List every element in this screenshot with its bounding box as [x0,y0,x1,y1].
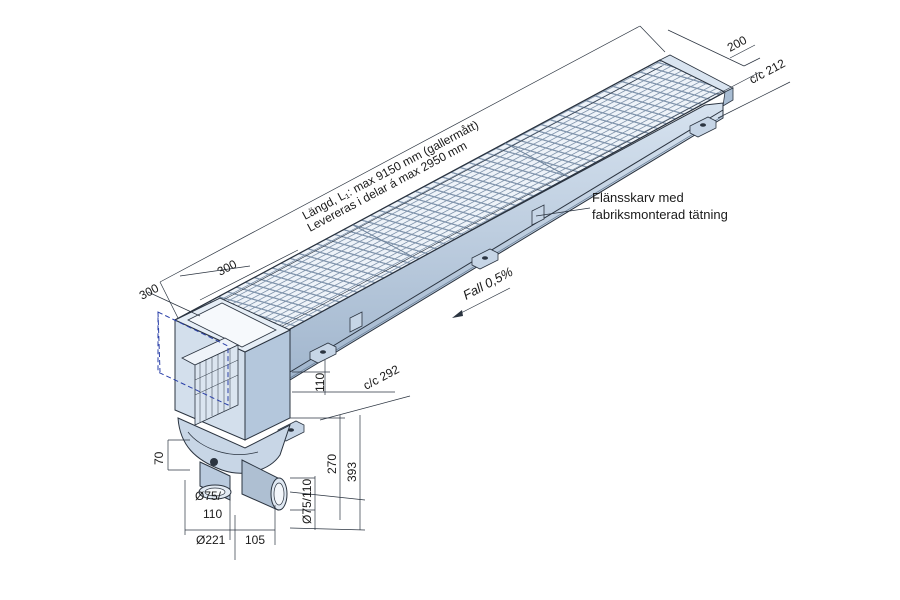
dim-d75-110-b: 110 [203,507,222,521]
dim-70: 70 [152,451,166,465]
flange-label-2: fabriksmonterad tätning [592,207,728,222]
dim-300-left: 300 [137,281,162,303]
outlet-box [157,297,292,474]
dim-393: 393 [345,462,359,482]
dim-d221: Ø221 [196,533,226,547]
outlet-pipes [198,458,288,511]
dim-d75-110-side: Ø75/110 [300,479,314,524]
dim-105: 105 [245,533,265,547]
lug-4 [349,311,363,333]
dim-300-right: 300 [215,257,240,279]
grating [173,54,734,353]
flange-label-1: Flänsskarv med [592,190,684,205]
dimension-lines [147,25,791,560]
width-200-label: 200 [725,33,750,55]
cc-292-label: c/c 292 [361,362,402,393]
dim-110-top: 110 [313,373,327,392]
lug-2 [531,204,545,226]
cc-212-label: c/c 212 [747,56,788,87]
lug-3 [471,248,499,270]
dim-d75-110-a: Ø75/ [195,489,222,503]
lug-1 [689,116,717,138]
side-outlet-pipe [241,459,288,511]
dim-270: 270 [325,454,339,474]
lug-5 [309,342,337,364]
